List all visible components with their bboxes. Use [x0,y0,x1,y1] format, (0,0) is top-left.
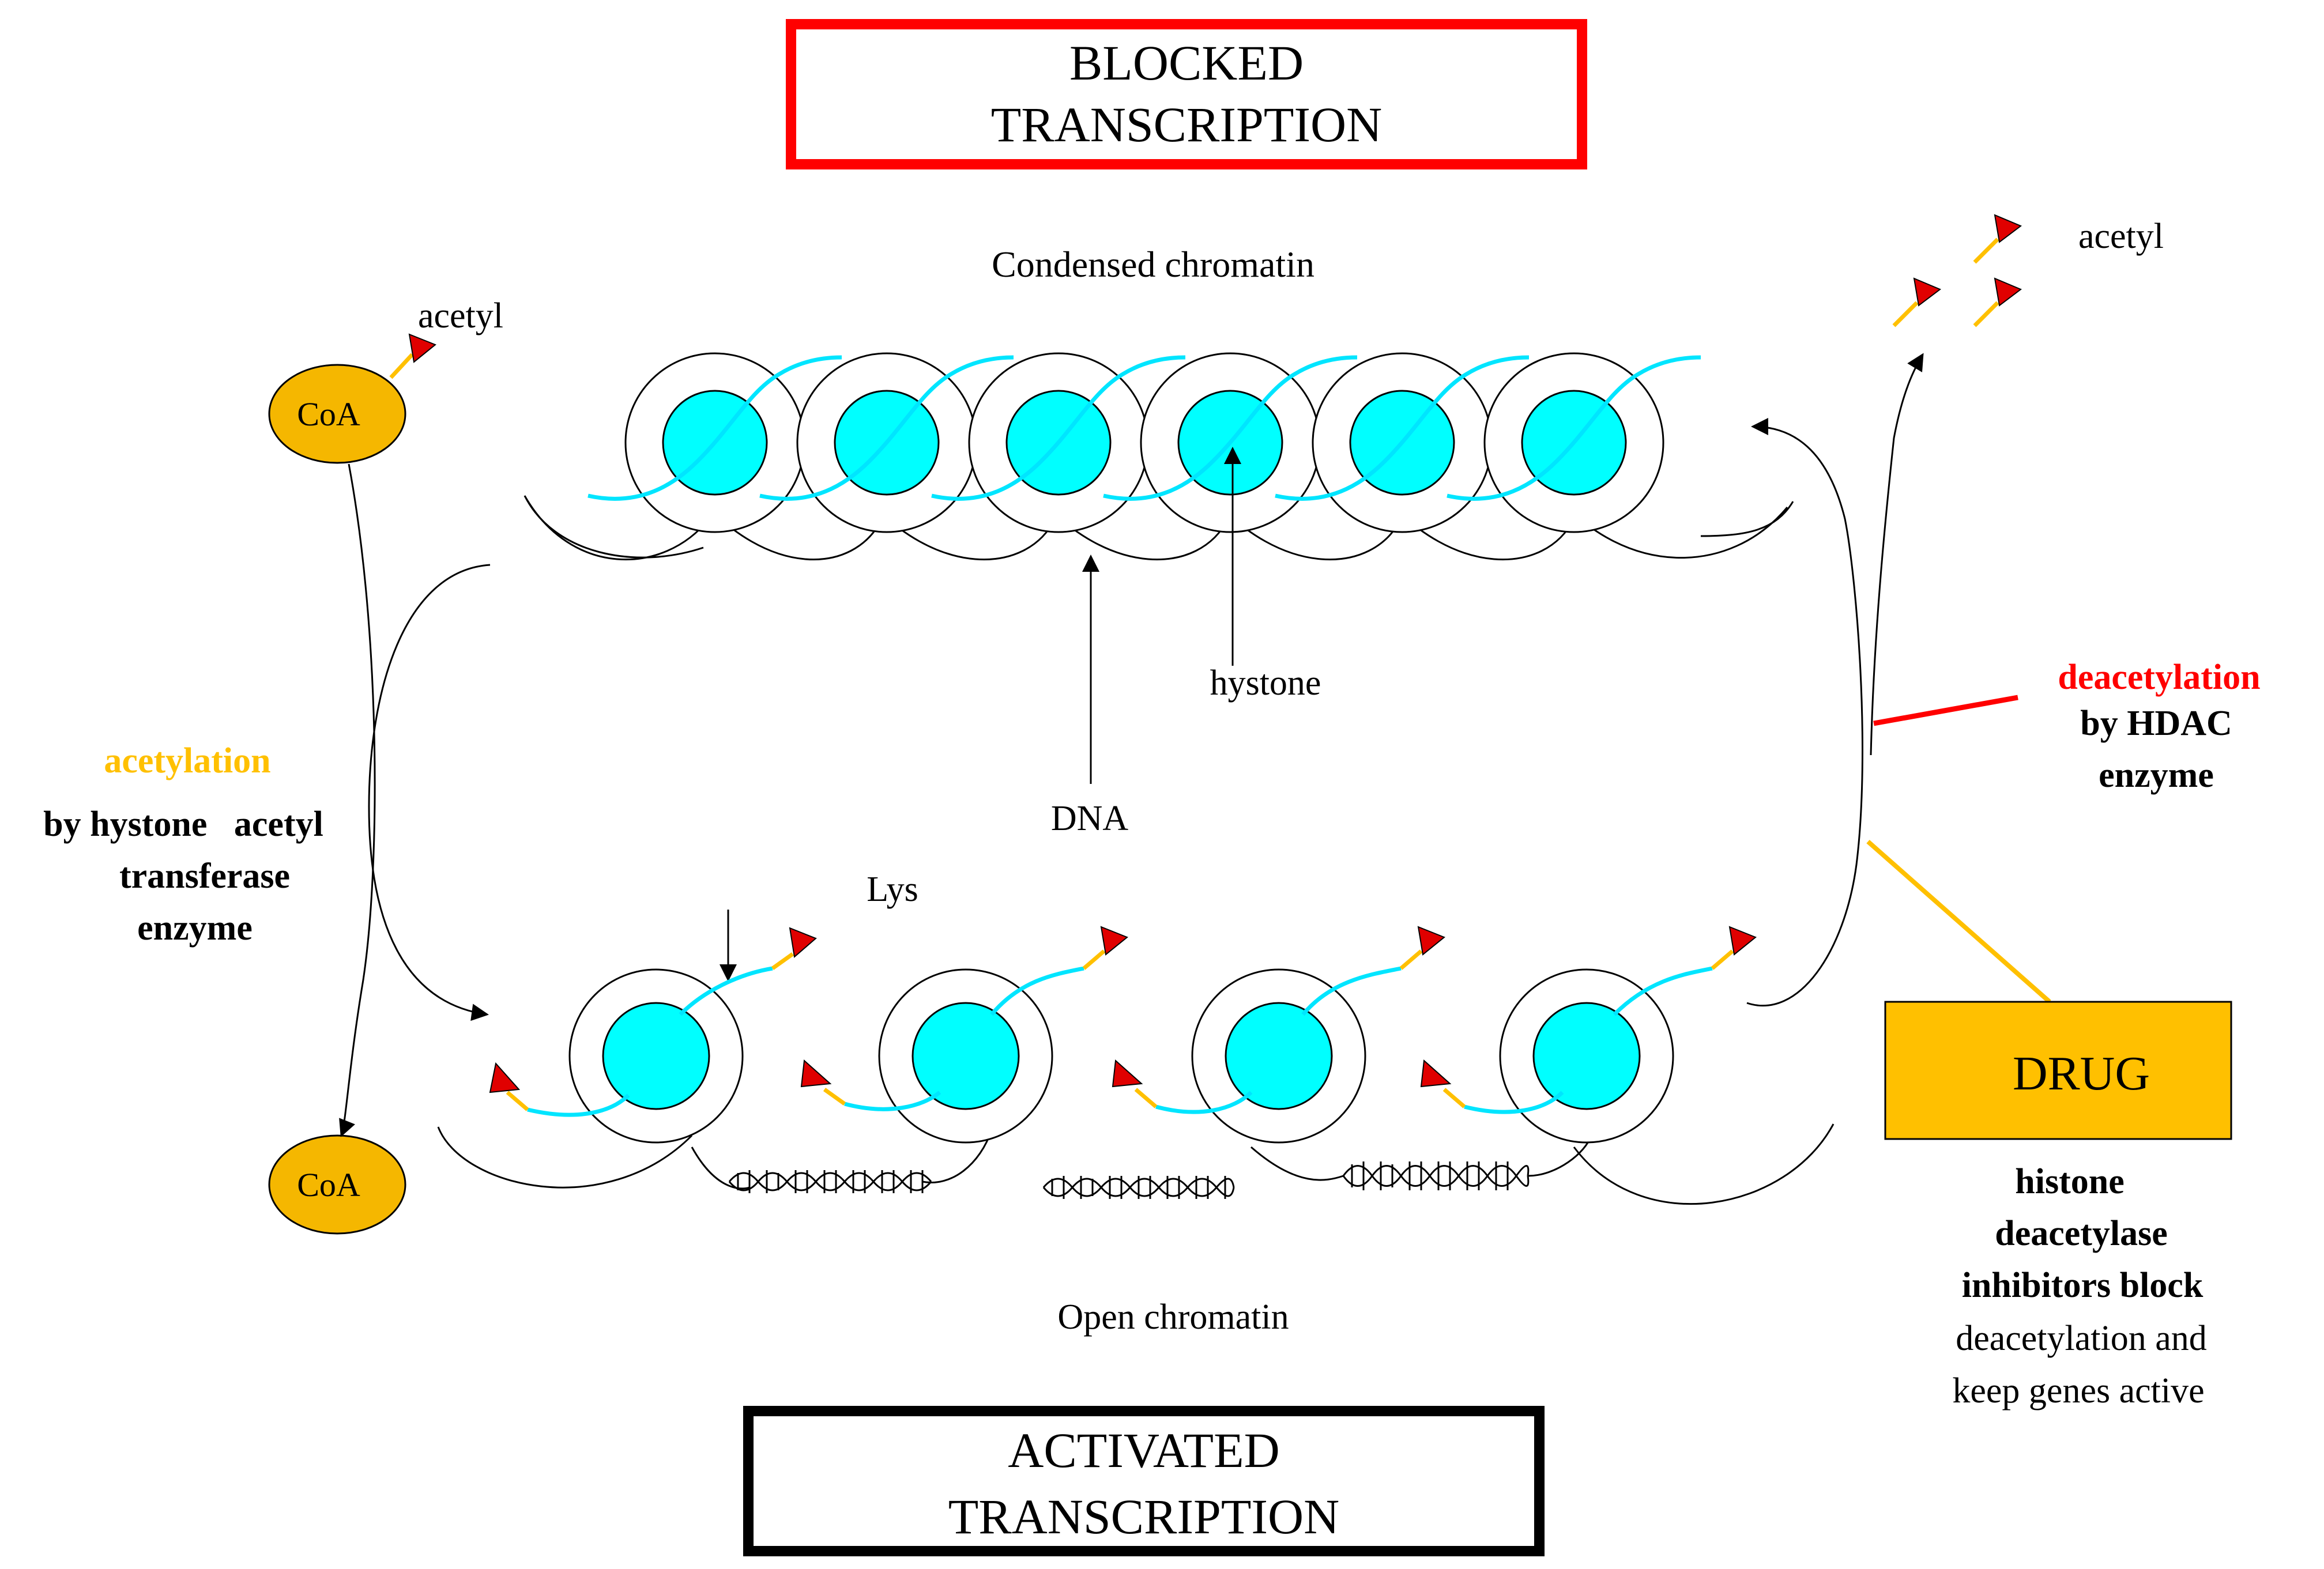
histone-core [911,1002,1020,1110]
deacetylation-title: deacetylation [2058,658,2260,697]
dna-label: DNA [1051,799,1129,838]
open-chromatin-label: Open chromatin [1057,1298,1289,1337]
open-chromatin [437,926,1835,1205]
condensed-chromatin-label: Condensed chromatin [992,244,1314,285]
acetyl-flag [800,1059,832,1088]
blocked-transcription-box: BLOCKED TRANSCRIPTION [786,19,1587,169]
open-nucleosome-2 [800,926,1128,1144]
drug-note-plain2: keep genes active [1952,1371,2204,1410]
released-acetyl-groups [1892,214,2022,327]
acetylation-line3: enzyme [137,908,253,948]
blocked-line1: BLOCKED [1069,35,1304,90]
coa-bottom-label: CoA [297,1166,360,1204]
lys-label: Lys [867,870,918,909]
acetyl-flag [1420,1059,1452,1088]
deacetylation-arrow [1746,418,1863,1007]
drug-note-plain1: deacetylation and [1956,1319,2207,1358]
acetyl-flag [1973,277,2022,327]
condensed-nucleosome-2 [759,352,1014,533]
acetyl-flag [1112,1059,1143,1088]
acetyl-flag [489,1062,521,1093]
condensed-nucleosome-5 [1275,352,1530,533]
condensed-nucleosome-4 [1103,352,1358,533]
drug-link-line [1866,840,2051,1004]
acetylation-arrow [368,564,491,1021]
coa-bottom: CoA [268,1134,406,1235]
hystone-label: hystone [1210,663,1321,703]
drug-box: DRUG [1884,1001,2232,1140]
acetyl-flag [1100,926,1128,956]
condensed-nucleosome-6 [1447,352,1701,533]
acetyl-release-arrow [1870,353,1924,756]
drug-note-bold2: deacetylase [1995,1214,2168,1253]
drug-label: DRUG [2013,1047,2150,1100]
activated-line1: ACTIVATED [1008,1423,1279,1478]
acetylation-line2: transferase [119,857,290,896]
coa-release-arrow [339,463,376,1137]
open-nucleosome-4 [1420,926,1757,1144]
acetyl-left-label: acetyl [418,296,503,335]
drug-note-bold1: histone [2015,1162,2124,1201]
deacetylation-caption: deacetylation by HDAC enzyme [2058,658,2260,795]
activated-line2: TRANSCRIPTION [948,1489,1340,1544]
deacetylation-line2: enzyme [2099,756,2214,795]
acetyl-flag [1892,277,1941,327]
acetyl-flag [1973,214,2022,264]
histone-core [1225,1002,1333,1110]
dna-helix-1 [728,1170,932,1193]
drug-note: histone deacetylase inhibitors block dea… [1952,1162,2206,1410]
activated-transcription-box: ACTIVATED TRANSCRIPTION [743,1406,1545,1556]
histone-core [602,1002,710,1110]
acetylation-line1: by hystone acetyl [43,805,323,844]
acetyl-flag-coa [389,333,436,379]
acetyl-flag [789,927,817,958]
coa-top: CoA [268,364,406,464]
dna-helix-3 [1342,1161,1530,1190]
histone-core [1532,1002,1641,1110]
acetyl-right-label: acetyl [2078,217,2164,256]
deacetylation-line1: by HDAC [2080,704,2232,743]
drug-note-bold3: inhibitors block [1962,1266,2204,1305]
acetylation-title: acetylation [104,741,270,780]
open-nucleosome-3 [1112,926,1445,1144]
acetyl-flag [1417,926,1445,956]
condensed-chromatin [523,352,1794,561]
coa-top-label: CoA [297,395,360,433]
condensed-nucleosome-3 [931,352,1186,533]
open-nucleosome-1 [489,927,817,1144]
open-linker-dna [437,1123,1835,1205]
hdac-link-line [1873,695,2018,726]
blocked-line2: TRANSCRIPTION [991,97,1383,152]
acetyl-flag [1728,926,1757,956]
dna-helix-2 [1042,1176,1235,1199]
acetylation-caption: acetylation by hystone acetyl transferas… [43,741,323,948]
